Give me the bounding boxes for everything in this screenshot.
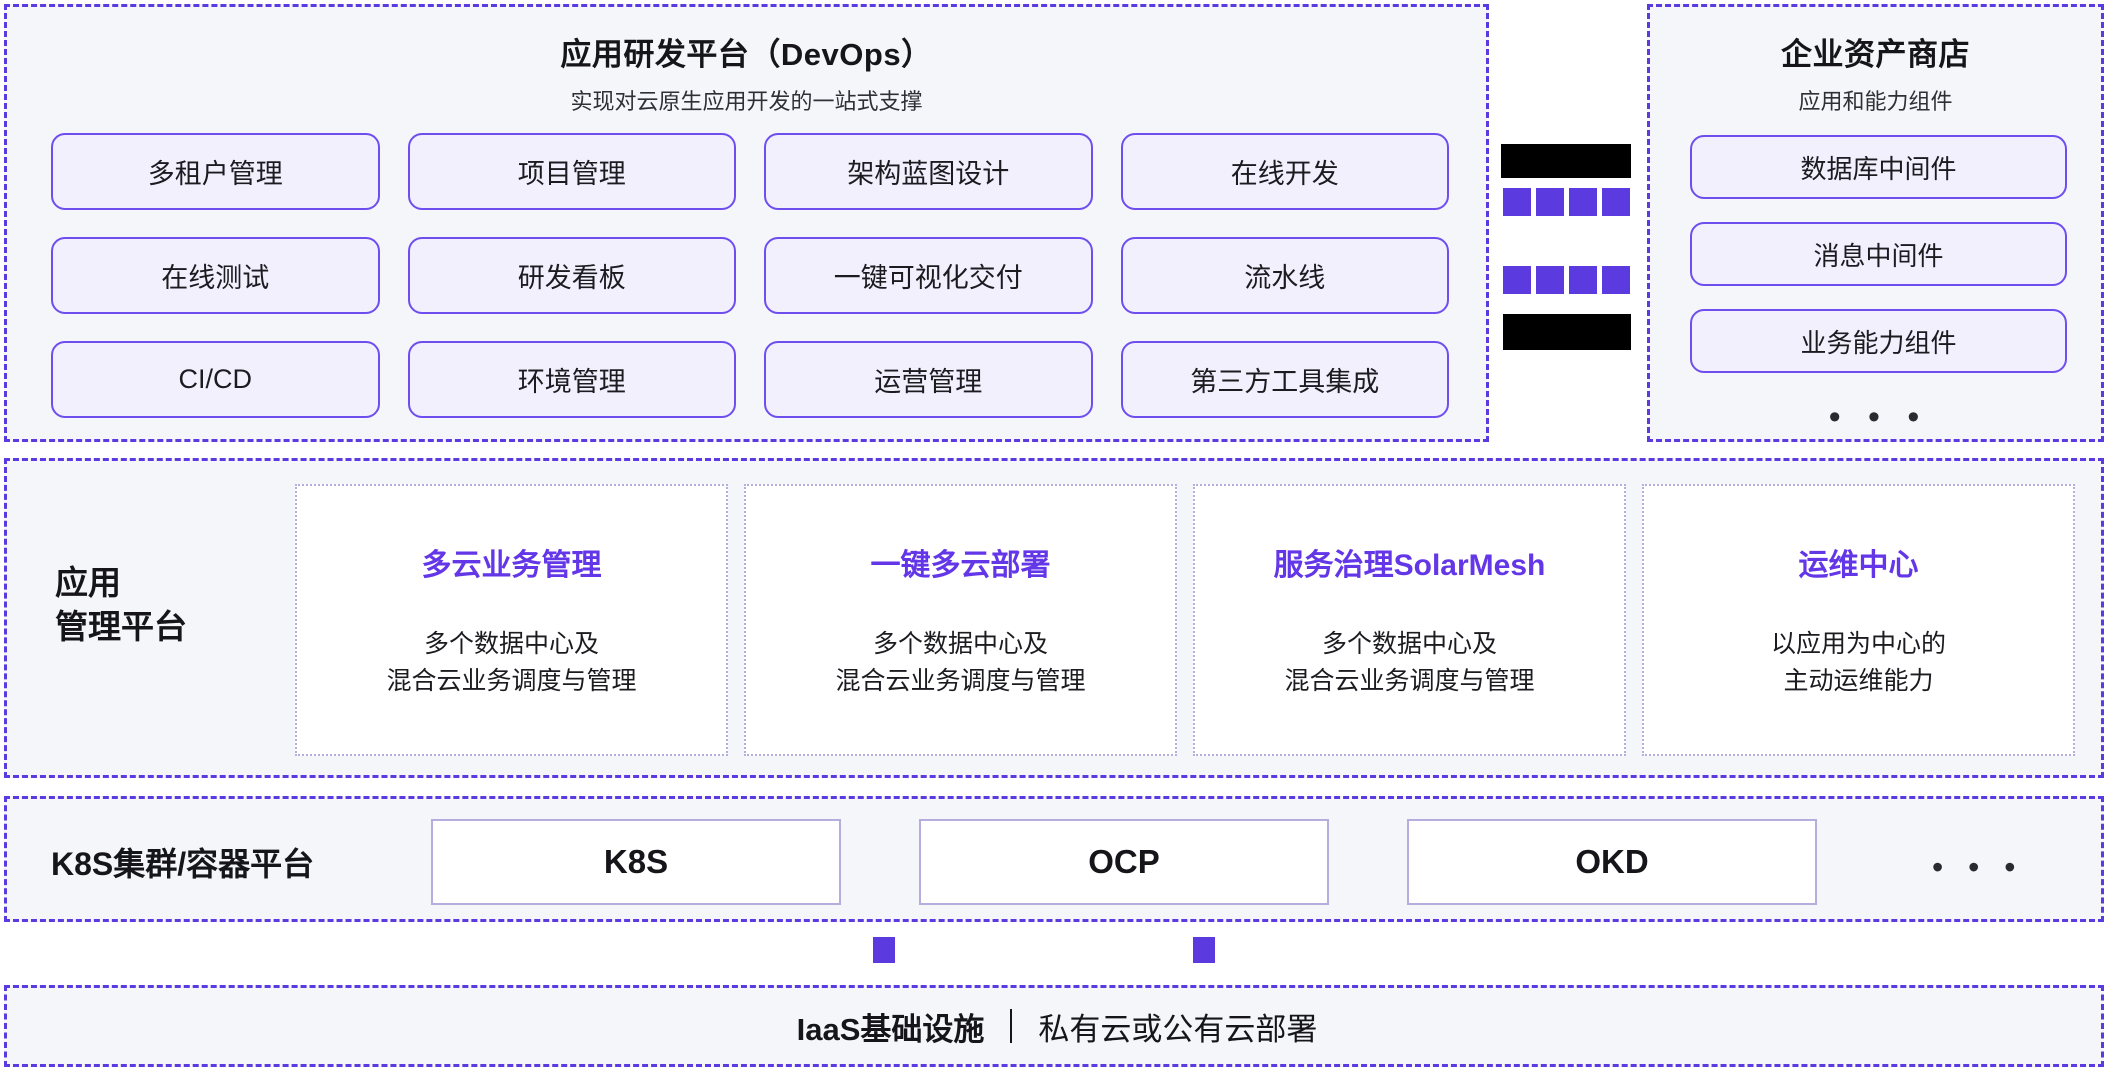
card-title: 一键多云部署 [870,548,1051,582]
asset-store-item[interactable]: 业务能力组件 [1690,309,2067,373]
iaas-panel: IaaS基础设施 私有云或公有云部署 [4,985,2104,1067]
iaas-title: IaaS基础设施 [796,1011,985,1047]
app-management-card[interactable]: 服务治理SolarMesh 多个数据中心及 混合云业务调度与管理 [1193,484,1626,756]
asset-store-panel: 企业资产商店 应用和能力组件 数据库中间件 消息中间件 业务能力组件 • • • [1647,4,2104,442]
app-management-panel: 应用 管理平台 多云业务管理 多个数据中心及 混合云业务调度与管理 一键多云部署… [4,458,2104,778]
connector-square [1602,266,1630,294]
devops-chip[interactable]: 架构蓝图设计 [764,133,1093,210]
connector-square [1536,188,1564,216]
connector-squares-top [1503,188,1630,216]
k8s-platform-item[interactable]: K8S [431,819,841,905]
asset-store-item[interactable]: 数据库中间件 [1690,135,2067,199]
bridge-connector-column: 能 能 [1489,4,1647,442]
redacted-label-bottom: 能 [1503,314,1631,350]
app-management-card[interactable]: 一键多云部署 多个数据中心及 混合云业务调度与管理 [744,484,1177,756]
devops-panel: 应用研发平台（DevOps） 实现对云原生应用开发的一站式支撑 多租户管理 项目… [4,4,1489,442]
iaas-divider [1010,1009,1013,1043]
devops-chip[interactable]: 运营管理 [764,341,1093,418]
k8s-platform-list: K8S OCP OKD [431,819,1817,905]
connector-square [1536,266,1564,294]
card-description: 以应用为中心的 主动运维能力 [1770,629,1946,696]
redacted-label-top: 能 [1501,144,1631,178]
app-management-label-line2: 管理平台 [55,607,187,645]
asset-store-list: 数据库中间件 消息中间件 业务能力组件 [1690,135,2067,373]
devops-chip[interactable]: 多租户管理 [51,133,380,210]
redacted-glyph: 能 [1501,144,1531,176]
connector-bar-right [1193,937,1215,963]
k8s-platform-item[interactable]: OKD [1407,819,1817,905]
devops-chip[interactable]: CI/CD [51,341,380,418]
k8s-more-ellipsis: • • • [1932,849,2024,885]
app-management-card[interactable]: 多云业务管理 多个数据中心及 混合云业务调度与管理 [295,484,728,756]
app-management-card[interactable]: 运维中心 以应用为中心的 主动运维能力 [1642,484,2075,756]
app-management-cards: 多云业务管理 多个数据中心及 混合云业务调度与管理 一键多云部署 多个数据中心及… [295,484,2075,756]
card-title: 多云业务管理 [421,548,602,582]
devops-chip[interactable]: 研发看板 [407,237,736,314]
card-title: 运维中心 [1798,548,1919,582]
app-management-label: 应用 管理平台 [55,561,265,648]
devops-chip[interactable]: 流水线 [1120,237,1449,314]
asset-store-title: 企业资产商店 [1781,37,1970,72]
devops-chip[interactable]: 一键可视化交付 [764,237,1093,314]
devops-capability-grid: 多租户管理 项目管理 架构蓝图设计 在线开发 在线测试 研发看板 一键可视化交付… [51,133,1449,418]
connector-square [1602,188,1630,216]
connector-square [1569,188,1597,216]
app-management-label-line1: 应用 [55,564,121,601]
asset-store-more-ellipsis: • • • [1828,398,1929,436]
connector-square [1569,266,1597,294]
devops-chip[interactable]: 环境管理 [407,341,736,418]
asset-store-subtitle: 应用和能力组件 [1798,89,1953,114]
devops-title: 应用研发平台（DevOps） [560,37,933,72]
connector-square [1503,188,1531,216]
connector-square [1503,266,1531,294]
devops-chip[interactable]: 第三方工具集成 [1120,341,1449,418]
devops-chip[interactable]: 在线开发 [1120,133,1449,210]
card-description: 多个数据中心及 混合云业务调度与管理 [835,629,1086,696]
card-description: 多个数据中心及 混合云业务调度与管理 [1284,629,1535,696]
card-description: 多个数据中心及 混合云业务调度与管理 [386,629,637,696]
card-title: 服务治理SolarMesh [1273,548,1546,582]
iaas-text-row: IaaS基础设施 私有云或公有云部署 [7,988,2101,1064]
asset-store-item[interactable]: 消息中间件 [1690,222,2067,286]
devops-chip[interactable]: 项目管理 [407,133,736,210]
k8s-panel: K8S集群/容器平台 K8S OCP OKD • • • [4,796,2104,922]
connector-bar-left [873,937,895,963]
k8s-platform-item[interactable]: OCP [919,819,1329,905]
devops-chip[interactable]: 在线测试 [51,237,380,314]
k8s-label: K8S集群/容器平台 [51,846,315,882]
redacted-glyph: 能 [1503,314,1533,346]
connector-squares-bottom [1503,266,1630,294]
iaas-detail: 私有云或公有云部署 [1038,1011,1318,1047]
devops-subtitle: 实现对云原生应用开发的一站式支撑 [570,89,923,114]
